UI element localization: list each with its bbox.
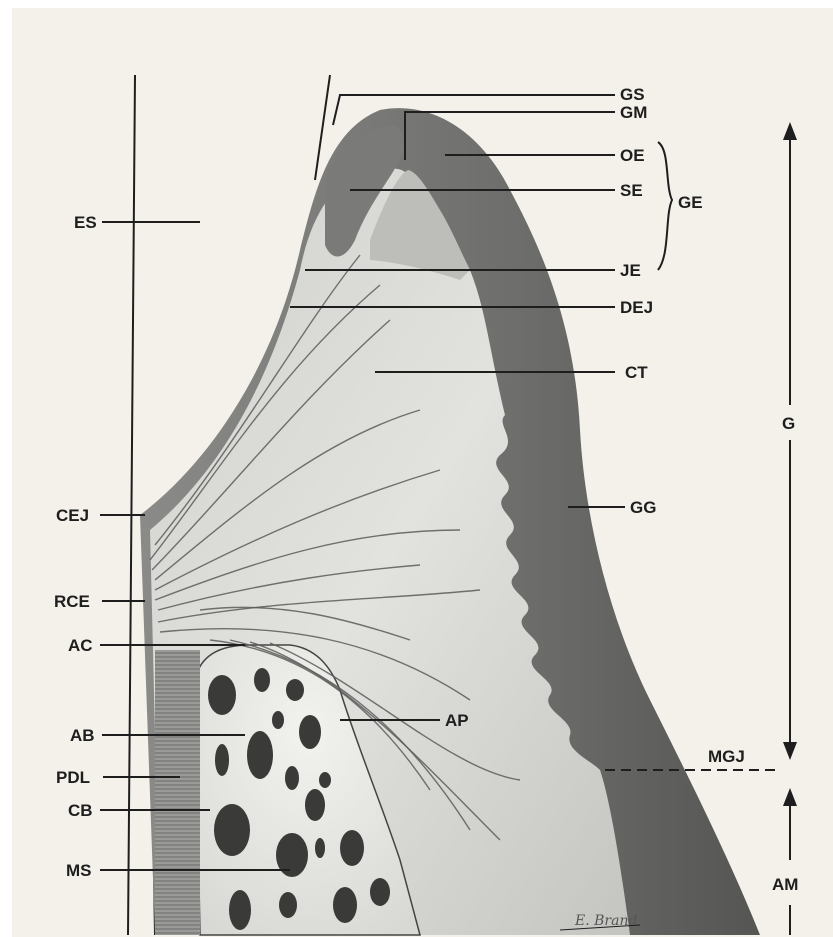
artist-signature: E. Brand — [574, 913, 637, 929]
label-gg: GG — [630, 498, 656, 517]
label-pdl: PDL — [56, 768, 90, 787]
label-cb: CB — [68, 801, 93, 820]
periodontal-ligament — [155, 650, 200, 935]
label-rce: RCE — [54, 592, 90, 611]
label-am: AM — [772, 875, 798, 894]
label-ge: GE — [678, 193, 703, 212]
label-gs: GS — [620, 85, 645, 104]
label-ct: CT — [625, 363, 648, 382]
label-je: JE — [620, 261, 641, 280]
label-oe: OE — [620, 146, 645, 165]
label-ab: AB — [70, 726, 95, 745]
label-cej: CEJ — [56, 506, 89, 525]
label-ac: AC — [68, 636, 93, 655]
label-ap: AP — [445, 711, 469, 730]
label-es: ES — [74, 213, 97, 232]
label-se: SE — [620, 181, 643, 200]
label-gm: GM — [620, 103, 647, 122]
label-ms: MS — [66, 861, 92, 880]
label-g: G — [782, 414, 795, 433]
label-mgj: MGJ — [708, 747, 745, 766]
label-dej: DEJ — [620, 298, 653, 317]
